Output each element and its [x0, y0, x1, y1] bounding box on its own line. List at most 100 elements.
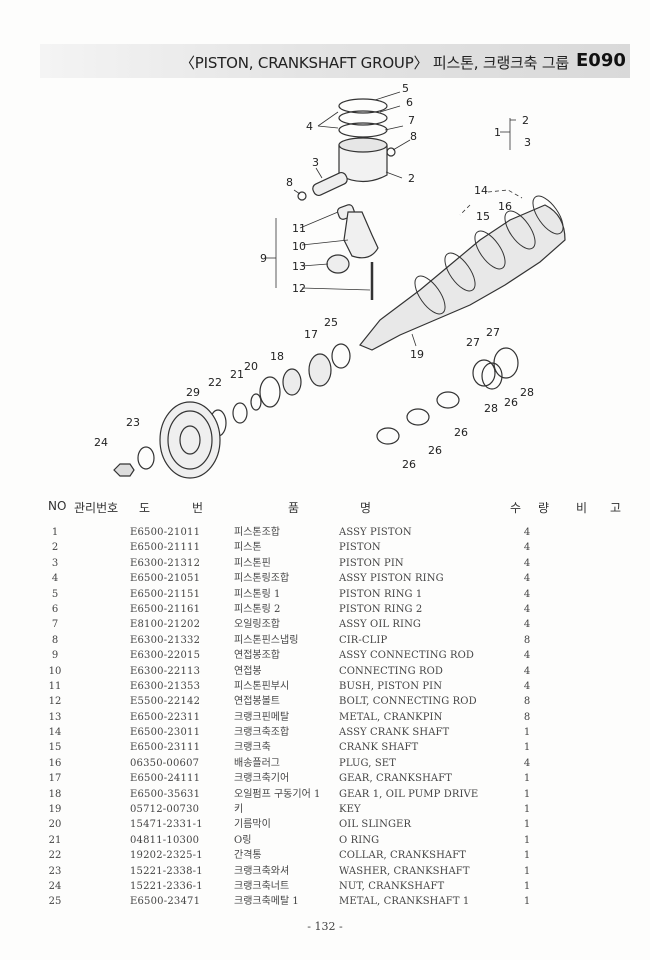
part-name-korean: 연접봉볼트: [234, 696, 280, 708]
part-name-english: CIR-CLIP: [339, 634, 388, 646]
thrust-washer-28: [481, 362, 503, 390]
part-code: E6500-23111: [130, 742, 201, 754]
col-header-mgmt: 관리번호: [74, 501, 119, 515]
svg-text:17: 17: [304, 328, 318, 341]
part-code: 06350-00607: [130, 757, 200, 769]
part-name-korean: 기름막이: [234, 819, 271, 831]
part-quantity: 1: [523, 880, 531, 892]
col-header-drawing-1: 도: [139, 501, 151, 515]
part-number: 13: [48, 711, 62, 723]
part-quantity: 1: [523, 819, 531, 831]
part-quantity: 1: [523, 896, 531, 908]
part-code: E6500-21111: [130, 542, 201, 554]
piston-pin: [312, 171, 348, 197]
svg-text:14: 14: [474, 184, 488, 197]
part-name-english: PISTON PIN: [339, 557, 404, 569]
part-quantity: 4: [523, 619, 531, 631]
part-code: E6500-35631: [130, 788, 201, 800]
part-quantity: 1: [523, 850, 531, 862]
part-quantity: 1: [523, 834, 531, 846]
oil-slinger: [259, 376, 281, 408]
col-header-note-1: 비: [576, 501, 588, 515]
part-quantity: 4: [523, 650, 531, 662]
col-header-drawing-2: 번: [192, 501, 204, 515]
part-number: 12: [48, 696, 62, 708]
part-name-english: BUSH, PISTON PIN: [339, 680, 443, 692]
svg-text:27: 27: [466, 336, 480, 349]
part-code: 19202-2325-1: [130, 850, 203, 862]
part-name-english: CONNECTING ROD: [339, 665, 443, 677]
svg-text:3: 3: [312, 156, 319, 169]
svg-text:2: 2: [408, 172, 415, 185]
part-code: E6500-22311: [130, 711, 201, 723]
part-name-english: ASSY CONNECTING ROD: [339, 650, 475, 662]
svg-text:22: 22: [208, 376, 222, 389]
part-number: 17: [48, 773, 62, 785]
header-banner: [40, 44, 630, 78]
part-name-korean: 크랭크축와셔: [234, 865, 290, 877]
part-number: 14: [48, 727, 62, 739]
svg-text:26: 26: [504, 396, 518, 409]
collar: [232, 402, 248, 424]
svg-text:27: 27: [486, 326, 500, 339]
part-name-english: CRANK SHAFT: [339, 742, 419, 754]
col-header-qty-1: 수: [510, 501, 522, 515]
part-code: 04811-10300: [130, 834, 200, 846]
part-code: E6500-21151: [130, 588, 201, 600]
main-bearing-26d: [472, 359, 496, 387]
oil-pump-gear: [282, 368, 302, 396]
part-name-english: ASSY CRANK SHAFT: [339, 727, 450, 739]
part-name-korean: 크랭크축조합: [234, 727, 290, 739]
part-quantity: 8: [523, 711, 531, 723]
page-number: - 132 -: [307, 920, 343, 933]
part-code: E6500-21011: [130, 527, 201, 538]
o-ring: [250, 393, 262, 411]
part-number: 19: [48, 804, 62, 816]
svg-text:26: 26: [428, 444, 442, 457]
part-name-korean: 간격통: [234, 850, 262, 862]
part-quantity: 8: [523, 634, 531, 646]
part-quantity: 4: [523, 527, 531, 538]
piston-ring-6: [338, 110, 388, 126]
part-name-korean: 오일펌프 구동기어 1: [234, 788, 321, 800]
svg-text:26: 26: [454, 426, 468, 439]
part-name-korean: 피스톤조합: [234, 527, 280, 538]
part-quantity: 1: [523, 804, 531, 816]
part-code: E6300-22113: [130, 665, 201, 677]
svg-text:19: 19: [410, 348, 424, 361]
svg-text:5: 5: [402, 82, 409, 95]
part-name-english: O RING: [339, 834, 380, 846]
part-number: 8: [51, 634, 59, 646]
part-name-english: PISTON RING 2: [339, 603, 423, 615]
part-number: 21: [48, 834, 62, 846]
part-number: 5: [51, 588, 59, 600]
part-code: E6500-24111: [130, 773, 201, 785]
part-number: 24: [48, 880, 62, 892]
svg-text:8: 8: [286, 176, 293, 189]
crankpin-metal: [326, 254, 350, 274]
svg-text:20: 20: [244, 360, 258, 373]
washer-23: [137, 446, 155, 470]
part-name-english: PLUG, SET: [339, 757, 396, 769]
part-name-korean: 배송플러그: [234, 757, 280, 769]
crank-pulley: [159, 401, 221, 479]
part-number: 9: [51, 650, 59, 662]
part-name-english: PISTON RING 1: [339, 588, 423, 600]
part-quantity: 4: [523, 588, 531, 600]
part-number: 11: [48, 680, 62, 692]
part-code: 15221-2338-1: [130, 865, 203, 877]
part-quantity: 4: [523, 665, 531, 677]
part-code: E6300-21353: [130, 680, 201, 692]
part-name-english: COLLAR, CRANKSHAFT: [339, 850, 467, 862]
